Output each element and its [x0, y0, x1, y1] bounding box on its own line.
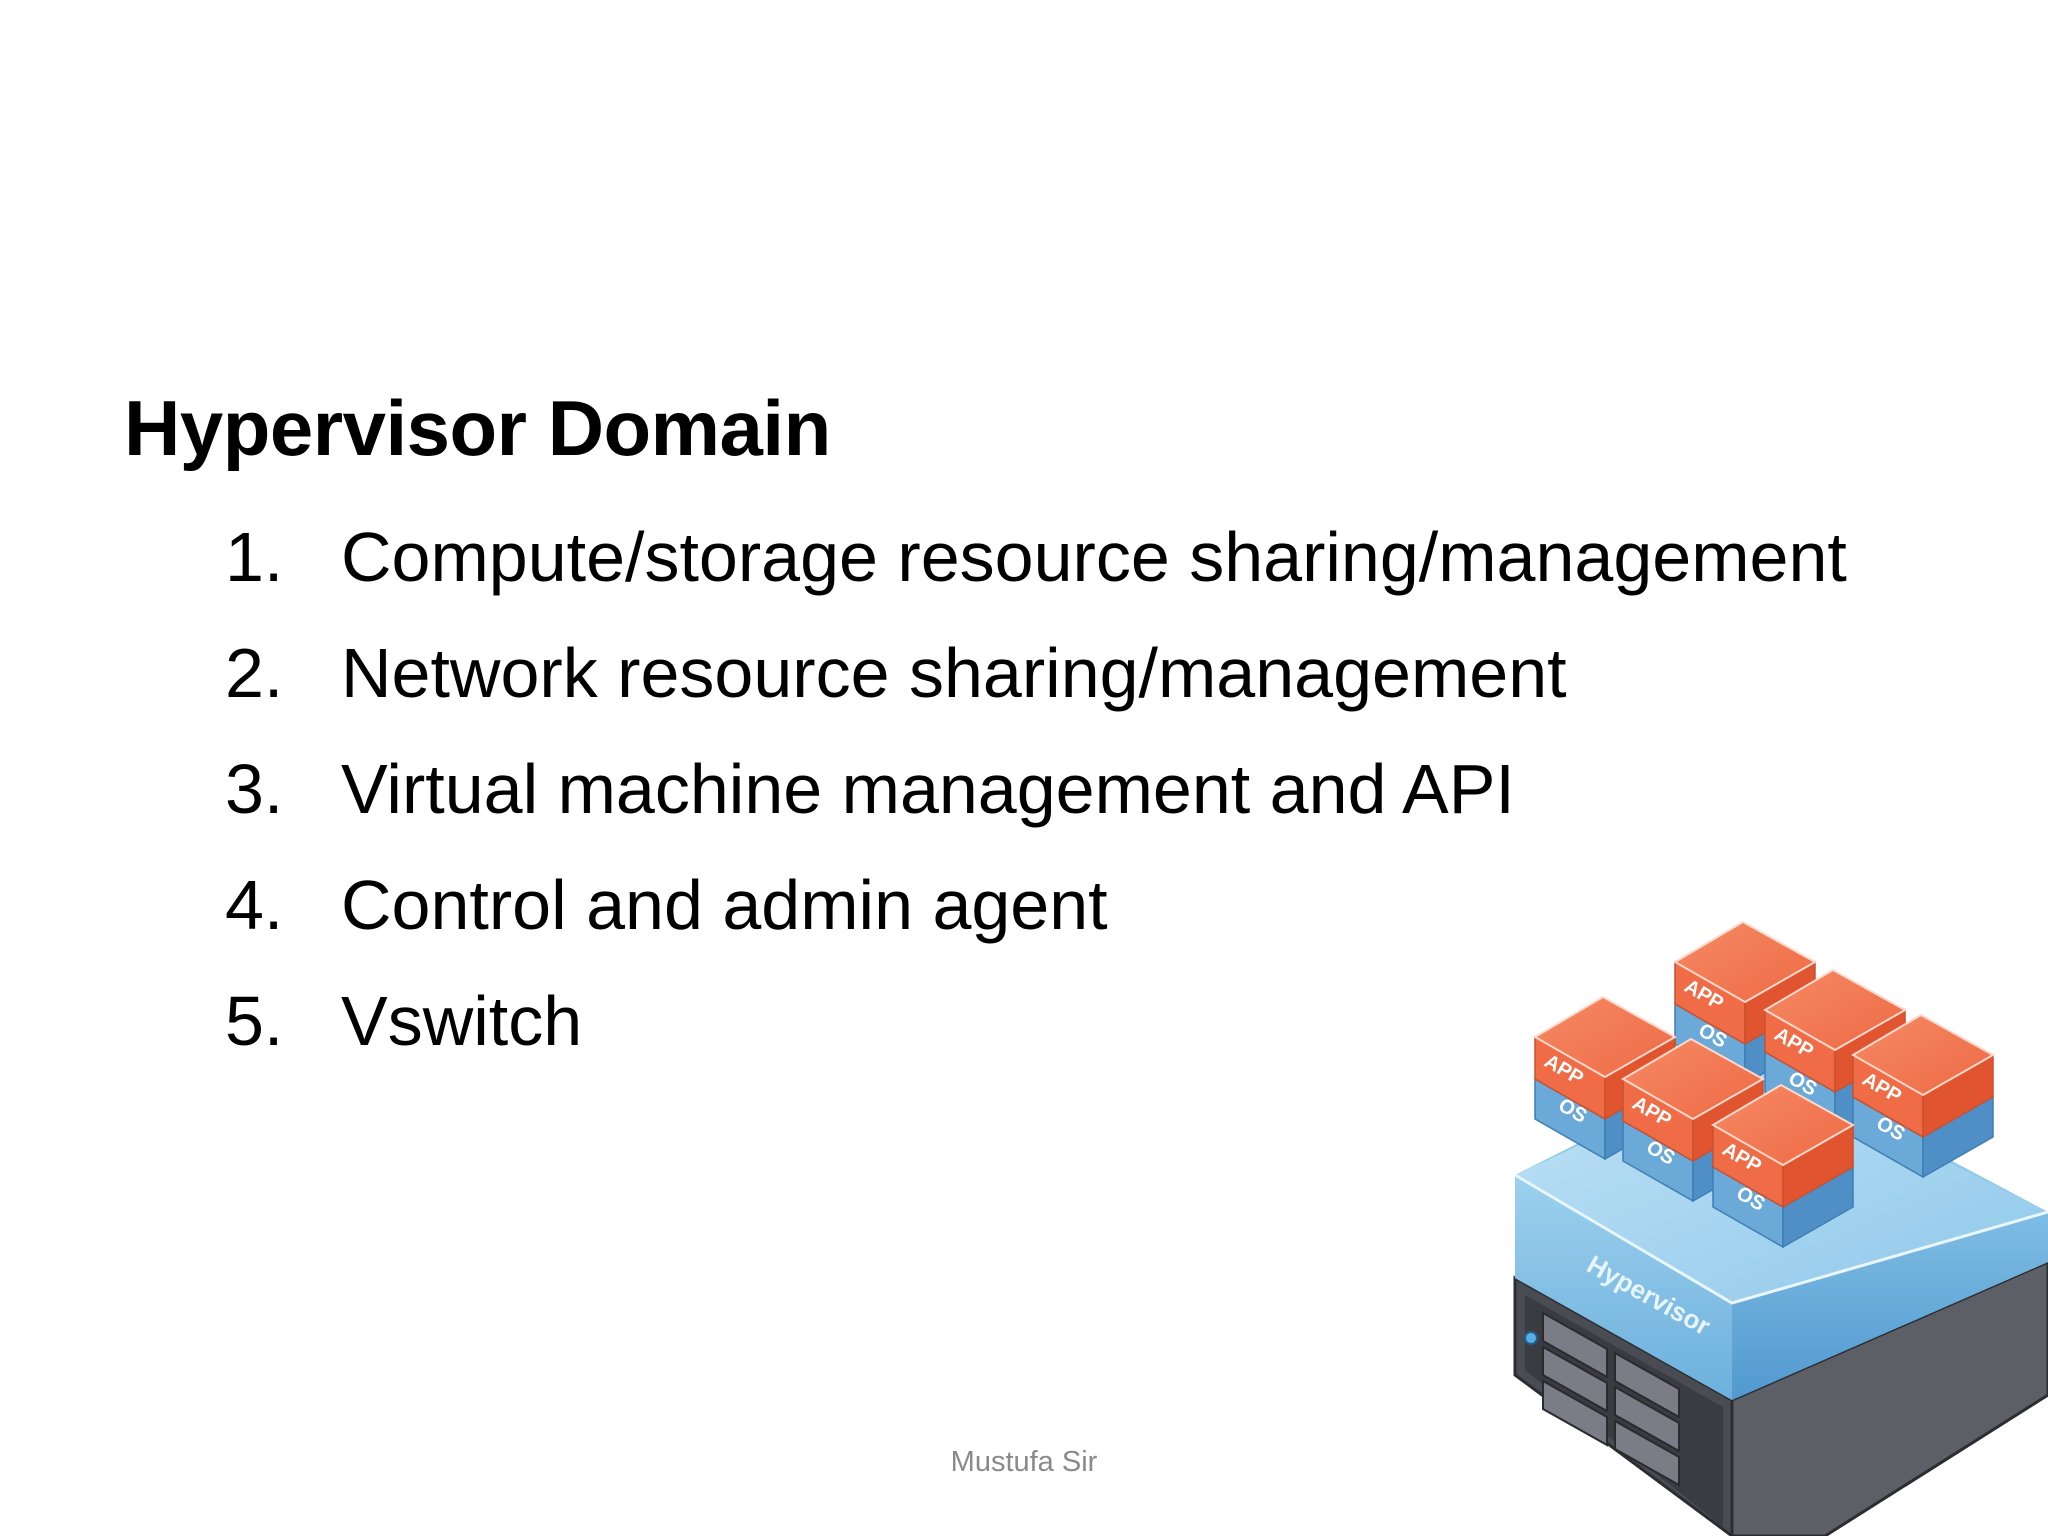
list-item-number: 5. — [225, 982, 284, 1060]
list-item-text: Network resource sharing/management — [341, 634, 1567, 712]
list-item-number: 3. — [225, 750, 284, 828]
bullet-list: 1. Compute/storage resource sharing/mana… — [225, 499, 1847, 1079]
list-item-text: Compute/storage resource sharing/managem… — [341, 518, 1847, 596]
list-item: 4. Control and admin agent — [225, 847, 1847, 963]
list-item: 3. Virtual machine management and API — [225, 731, 1847, 847]
list-item-text: Vswitch — [341, 982, 583, 1060]
list-item-number: 1. — [225, 518, 284, 596]
list-item-text: Control and admin agent — [341, 866, 1108, 944]
server-box — [1513, 1260, 2048, 1536]
list-item: 5. Vswitch — [225, 963, 1847, 1079]
list-item: 2. Network resource sharing/management — [225, 615, 1847, 731]
list-item-number: 2. — [225, 634, 284, 712]
list-item-number: 4. — [225, 866, 284, 944]
slide-footer: Mustufa Sir — [950, 1446, 1098, 1478]
list-item-text: Virtual machine management and API — [341, 750, 1515, 828]
list-item: 1. Compute/storage resource sharing/mana… — [225, 499, 1847, 615]
slide-title: Hypervisor Domain — [124, 384, 831, 472]
